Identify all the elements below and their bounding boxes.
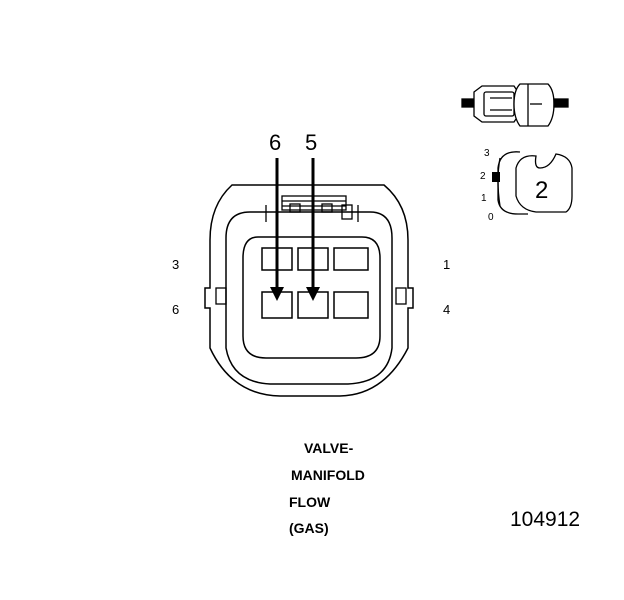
connector-inner-cavity [242,236,381,359]
pin-label-6: 6 [172,302,180,317]
caption-line-4: (GAS) [289,520,329,536]
arrow-label-6: 6 [269,130,282,155]
pin-label-1: 1 [443,257,451,272]
arrow-label-5: 5 [305,130,318,155]
pin-label-3: 3 [172,257,180,272]
scale-label-2: 2 [480,171,486,182]
figure-number: 104912 [510,508,581,531]
caption-line-3: FLOW [289,494,331,510]
scale-label-3: 3 [484,148,490,159]
position-indicator [492,151,573,215]
terminal-side-view [461,83,569,127]
pin-label-4: 4 [443,302,451,317]
scale-label-0: 0 [488,212,494,223]
left-notch [215,287,227,305]
scale-label-1: 1 [481,193,487,204]
caption-line-2: MANIFOLD [291,467,365,483]
position-number: 2 [535,177,549,204]
connector-outer-shell [204,184,414,397]
right-notch [395,287,407,305]
pin-arrows [270,158,320,301]
pin-cavity-1 [333,247,369,271]
caption-line-1: VALVE- [304,440,354,456]
pin-cavity-4 [333,291,369,319]
connector-middle-shell [225,211,393,385]
